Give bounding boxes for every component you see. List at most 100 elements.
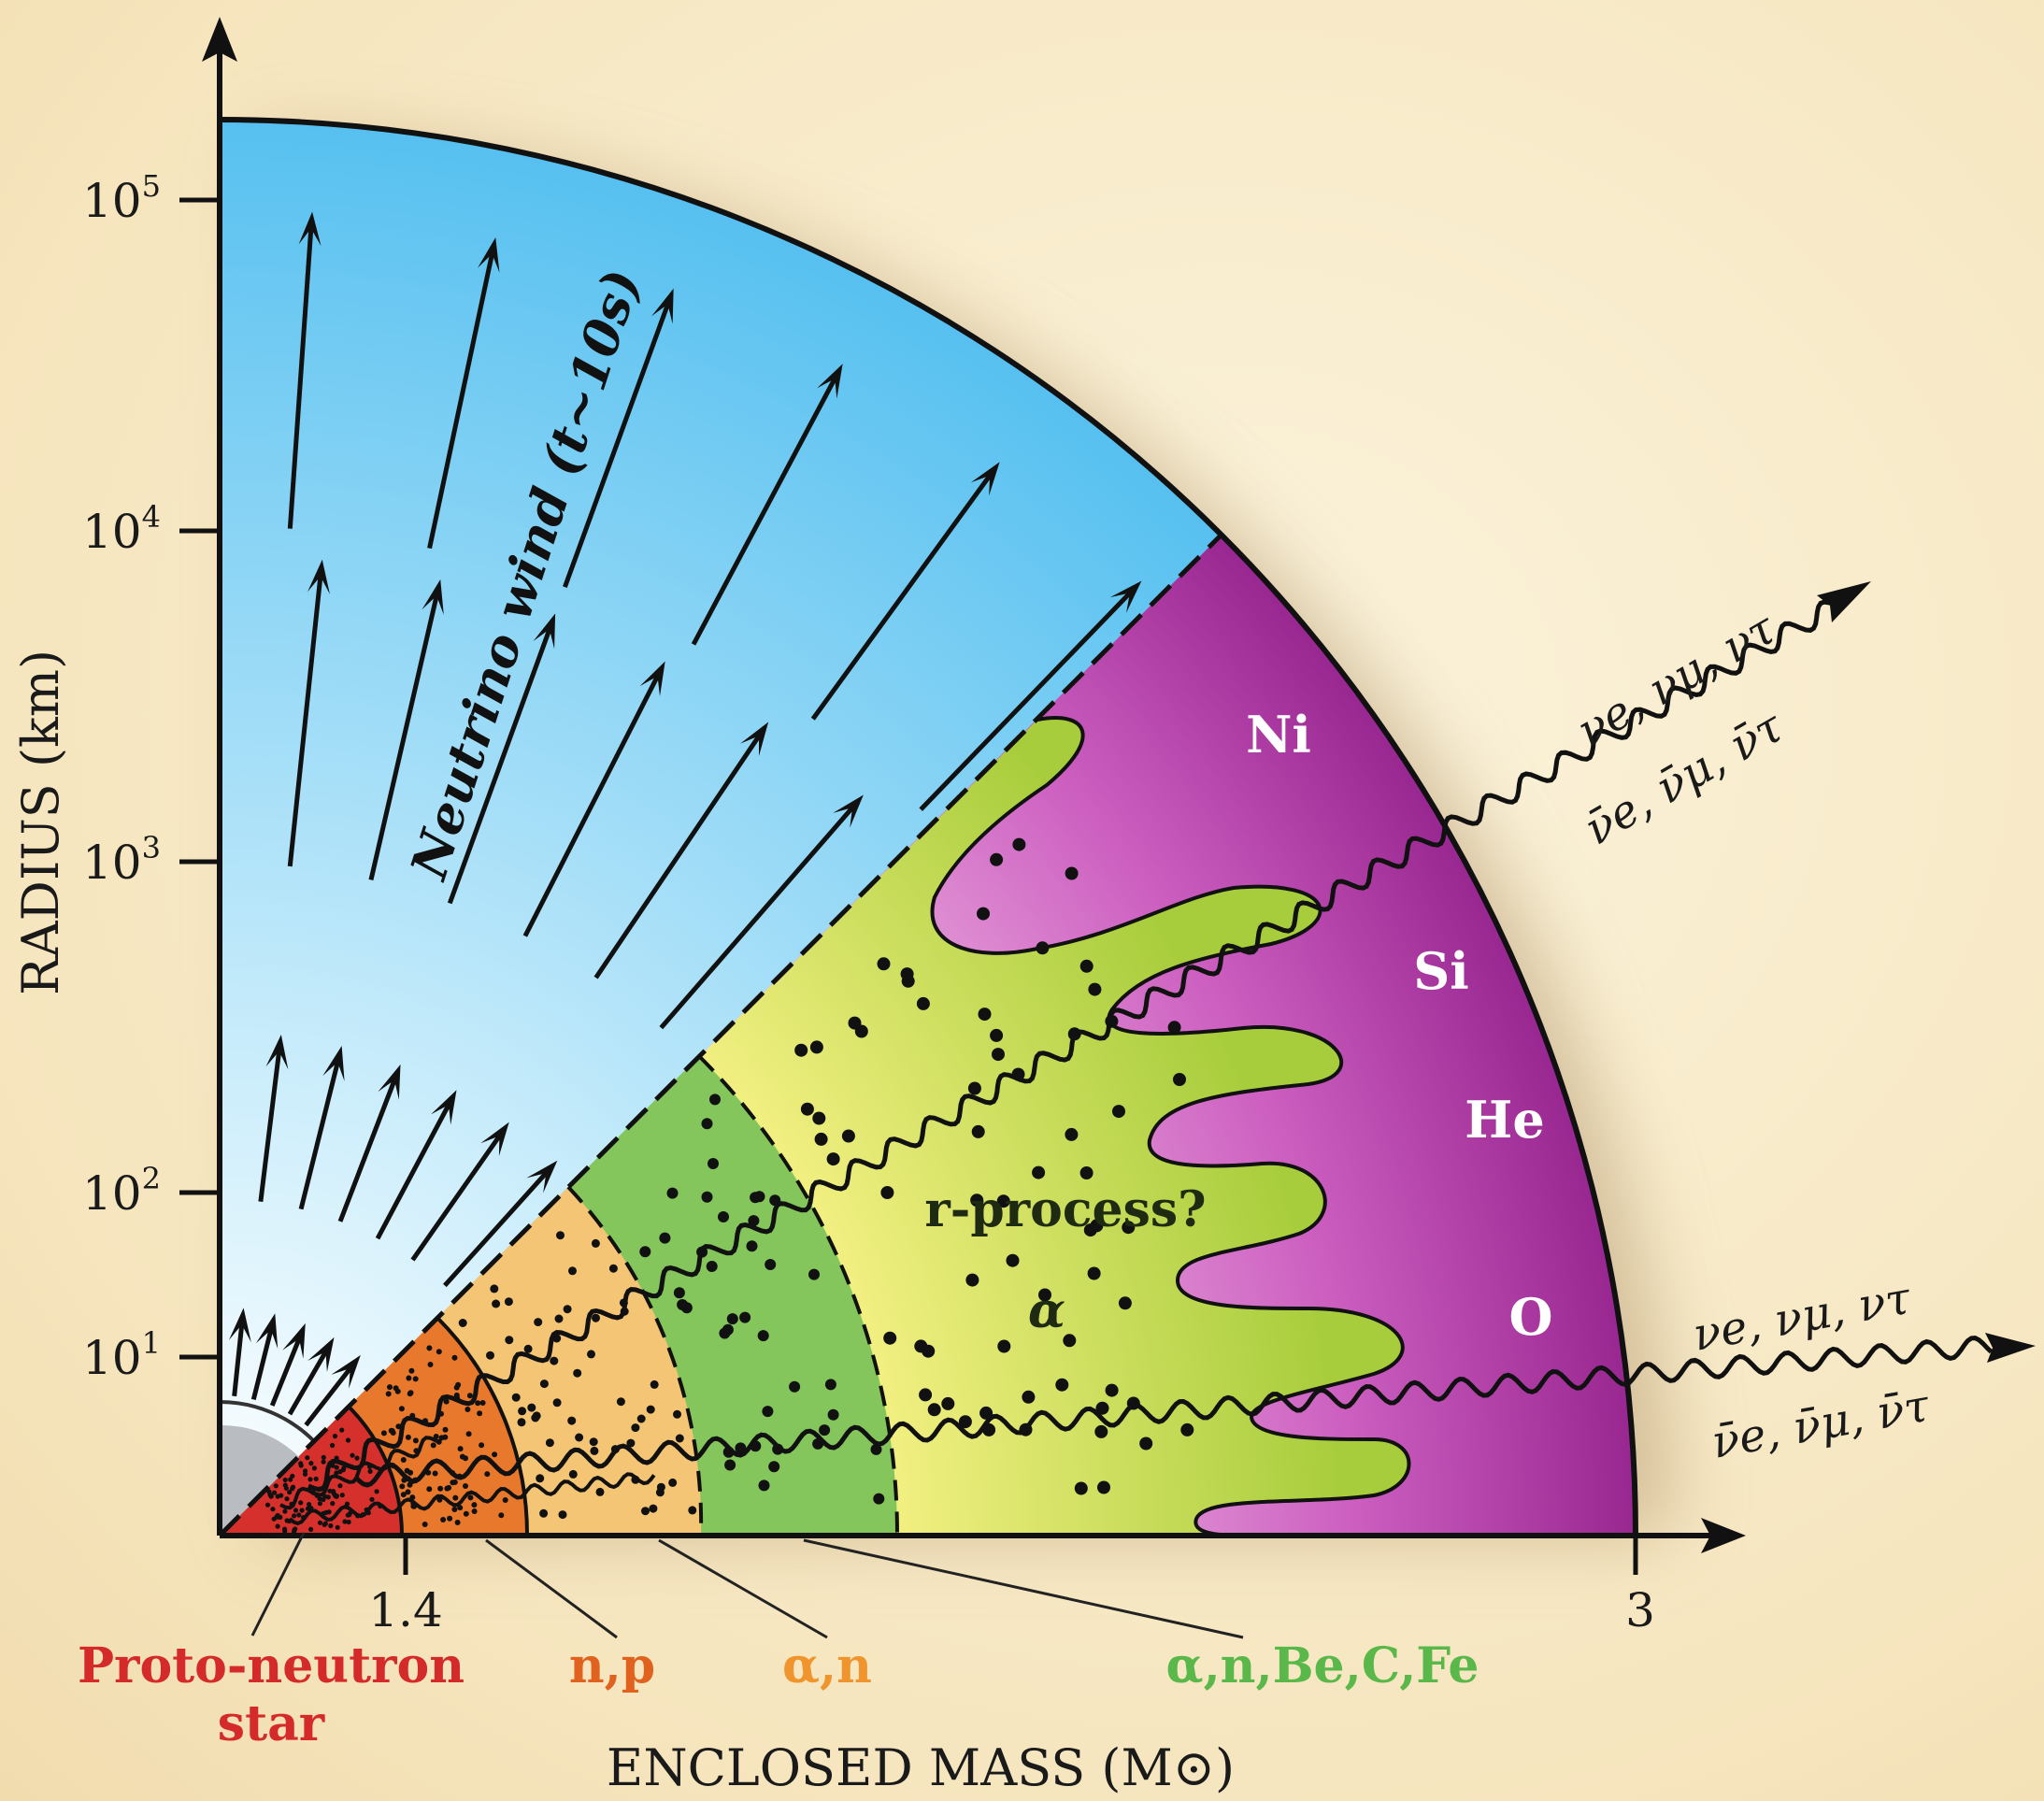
particle-dot [971,1124,985,1138]
particle-dot [706,1261,718,1272]
zone-label-proto-neutron-star-line2: star [218,1695,325,1752]
particle-dot [272,1490,278,1495]
particle-dot [824,1379,836,1391]
particle-dot [1055,1378,1069,1392]
wind-arrow [269,1322,306,1407]
particle-dot [1139,1437,1153,1451]
particle-dot [407,1390,414,1396]
particle-dot [432,1470,438,1477]
particle-dot [490,1284,499,1294]
particle-dot [970,1194,984,1208]
particle-dot [1065,866,1079,880]
particle-dot [718,1211,729,1222]
wind-arrow [375,1090,457,1240]
particle-dot [1006,1253,1020,1267]
particle-dot [880,1186,894,1199]
particle-dot [446,1484,452,1491]
wind-arrow [691,364,843,646]
particle-dot [447,1515,453,1522]
wind-arrow [447,613,556,905]
particle-dot [268,1494,274,1499]
zone-leader-lines [250,1532,1244,1639]
particle-dot [883,1331,897,1345]
boundary-alpha-n [566,1185,704,1537]
particle-dot [941,1396,955,1410]
particle-dot [342,1519,348,1524]
particle-dot [345,1437,351,1443]
alpha-label: α [1028,1282,1065,1339]
particle-dot [1173,1073,1186,1086]
particle-dot [1074,1481,1088,1495]
particle-dot [534,1318,543,1327]
particle-dot [659,1232,671,1244]
particle-dot [454,1520,461,1525]
particle-dot [631,1423,640,1433]
particle-dot [458,1319,467,1327]
particle-dot [270,1507,276,1512]
particle-dot [1094,1424,1108,1438]
particle-dot [296,1512,302,1518]
particle-dot [668,1478,678,1487]
wind-arrow [919,580,1142,811]
particle-dot [438,1435,445,1441]
wind-arrow [337,1064,401,1222]
particle-dot [587,1350,595,1359]
element-label-o: O [1508,1287,1552,1347]
particle-dot [492,1451,498,1458]
particle-dot [330,1501,336,1507]
particle-dot [990,1028,1004,1042]
particle-dot [563,1305,572,1314]
particle-dot [463,1483,468,1489]
y-ticks [179,197,220,1360]
neutrino-path-inner-1 [279,1436,442,1510]
particle-dot [1036,941,1050,955]
particle-dot [347,1510,352,1517]
particle-dot [331,1489,336,1494]
particle-dot [405,1489,411,1495]
particle-dot [1112,1105,1125,1119]
particle-dot [536,1474,545,1483]
zone-label-proto-neutron-star: Proto-neutron [78,1637,465,1694]
particle-dot [558,1510,567,1520]
alpha-region-outline [930,716,1411,1537]
particle-dot [452,1494,459,1501]
particle-dot [337,1483,343,1489]
particle-dot [573,1368,582,1378]
particle-dot [465,1431,472,1437]
particle-dot [701,1118,713,1130]
antineutrino-flavors-bottom: ν̄e, ν̄μ, ν̄τ [1708,1379,1934,1469]
particle-dot [332,1434,338,1439]
particle-dot [748,1215,760,1227]
particle-dot [275,1494,280,1499]
particle-dot [408,1367,415,1374]
particle-dot [282,1477,288,1483]
particle-dot [556,1231,565,1240]
particle-dot [1032,1165,1046,1179]
particle-dot [412,1437,419,1444]
particle-dot [990,852,1004,866]
particle-dot [768,1461,780,1473]
particle-dot [996,1194,1010,1208]
core-outline [219,1400,316,1443]
particle-dot [346,1519,351,1525]
particle-dot [293,1508,299,1513]
particle-dot [457,1446,464,1452]
particle-dot [440,1517,447,1522]
particle-dot [809,1040,823,1054]
particle-dot [290,1486,295,1492]
particle-dot [789,1380,801,1393]
particle-dot [367,1468,373,1474]
particle-dot [305,1455,310,1461]
wind-boundary [218,533,1223,1537]
particle-dot [592,1313,600,1322]
particle-dot [334,1494,339,1499]
boundary-alpha-n-be [697,1054,900,1537]
particle-dot [708,1158,719,1169]
particle-dot [404,1467,410,1474]
x-tick-label: 1.4 [368,1583,443,1637]
neutrino-path-top [307,599,1830,1493]
wind-arrow [522,661,665,937]
particle-dot [313,1476,319,1481]
particle-dot [977,907,990,921]
particle-dot [873,1493,885,1505]
